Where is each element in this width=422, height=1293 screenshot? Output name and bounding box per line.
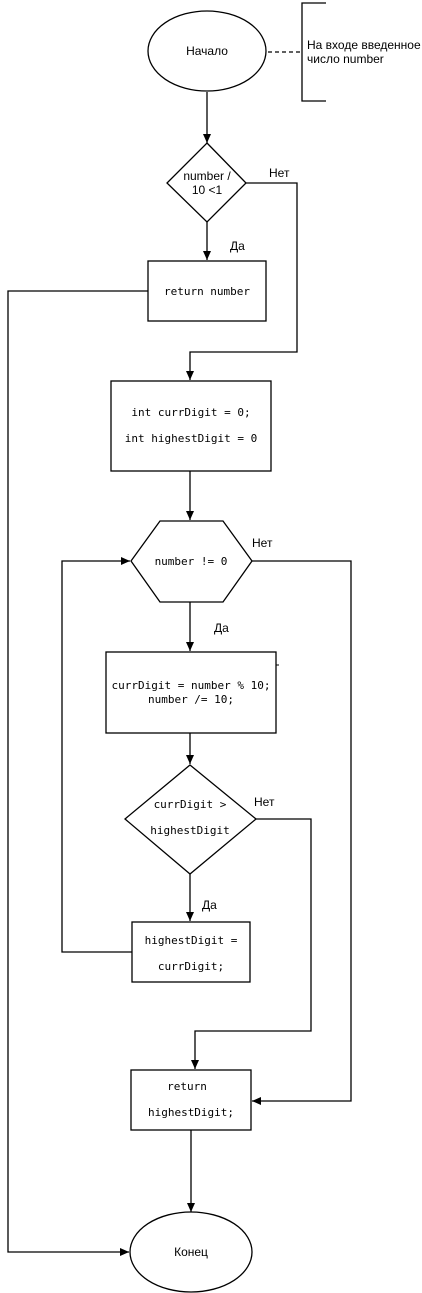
decision-curr-gt-highest-line-2: highestDigit <box>150 824 229 837</box>
edge-assign-loop-back <box>61 557 132 953</box>
init-line-2: int highestDigit = 0 <box>125 432 257 445</box>
decision-number-div-10-line-1: number / <box>183 169 231 183</box>
return-number-label: return number <box>164 285 250 298</box>
input-note-line-2: число number <box>307 52 384 66</box>
edge-cond2-no <box>191 818 312 1069</box>
body-box <box>105 651 277 734</box>
assign-box <box>131 921 251 983</box>
edge-return-number-to-end <box>7 290 148 1256</box>
label-no-loop: Нет <box>252 536 273 550</box>
loop-condition <box>130 520 253 603</box>
return-highest-line-1: return <box>167 1080 207 1093</box>
loop-condition-label: number != 0 <box>155 555 228 568</box>
body-line-1: currDigit = number % 10; <box>112 679 271 692</box>
edge-cond1-no <box>186 182 298 380</box>
edge-loop-no <box>252 560 352 1105</box>
return-highest-box <box>130 1069 252 1131</box>
label-no-cond2: Нет <box>254 795 275 809</box>
decision-curr-gt-highest <box>123 764 258 875</box>
assign-line-1: highestDigit = <box>145 934 238 947</box>
input-note-bracket <box>301 2 326 102</box>
body-line-2: number /= 10; <box>148 693 234 706</box>
end-node <box>129 1211 253 1293</box>
label-yes-cond2: Да <box>202 898 217 912</box>
start-node <box>147 10 267 92</box>
input-note-line-1: На входе введенное <box>307 38 421 52</box>
start-label: Начало <box>186 44 228 58</box>
return-highest-line-2: highestDigit; <box>148 1106 234 1119</box>
init-line-1: int currDigit = 0; <box>131 406 250 419</box>
decision-number-div-10-line-2: 10 <1 <box>192 183 223 197</box>
end-label: Конец <box>174 1245 208 1259</box>
return-number-box <box>147 260 267 322</box>
label-yes-cond1: Да <box>230 239 245 253</box>
init-box <box>110 380 272 472</box>
decision-number-div-10 <box>166 142 247 223</box>
label-no-cond1: Нет <box>269 166 290 180</box>
assign-line-2: currDigit; <box>158 960 224 973</box>
decision-curr-gt-highest-line-1: currDigit > <box>154 798 227 811</box>
label-yes-loop: Да <box>214 621 229 635</box>
